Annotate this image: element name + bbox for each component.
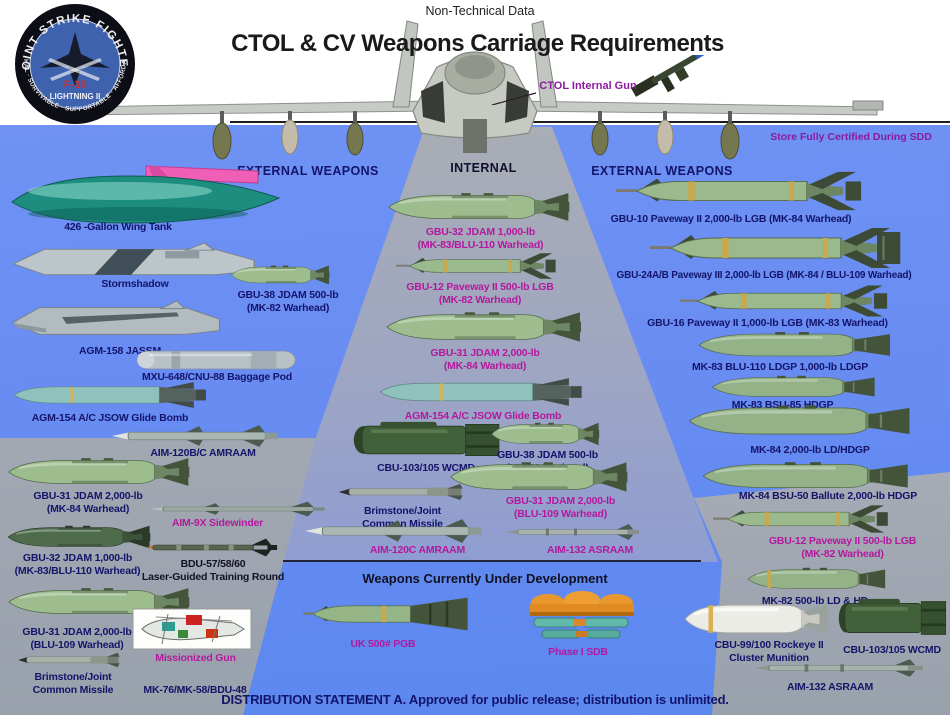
right-section-header: EXTERNAL WEAPONS xyxy=(591,164,733,178)
phase-1-sdb-graphic xyxy=(530,591,634,639)
agm-158-jassm-graphic xyxy=(11,300,221,335)
ctol-internal-gun-label: CTOL Internal Gun xyxy=(539,80,637,92)
development-divider-rule xyxy=(283,560,701,562)
logo-name-text: LIGHTNING II xyxy=(50,92,101,101)
bdu-training-round-graphic xyxy=(147,538,278,557)
mk-82-ld-hd-label: MK-82 500-lb LD & HD xyxy=(761,595,869,607)
mxu-baggage-pod-label: MXU-648/CNU-88 Baggage Pod xyxy=(142,371,292,383)
mk-83-bsu-85-graphic xyxy=(711,375,875,397)
aim-120c-amraam-graphic xyxy=(304,519,482,543)
distribution-statement: DISTRIBUTION STATEMENT A. Approved for p… xyxy=(221,692,729,707)
aim-132-asraam-right-label: AIM-132 ASRAAM xyxy=(786,681,874,693)
stormshadow-label: Stormshadow xyxy=(101,278,169,290)
agm-154-jsow-left-label: AGM-154 A/C JSOW Glide Bomb xyxy=(31,412,189,424)
gbu-31-mk84-center-graphic xyxy=(386,312,581,342)
gbu-32-left-graphic xyxy=(7,525,151,549)
gbu-31-blu109-center-graphic xyxy=(450,462,628,492)
gbu-31-mk84-center-label: GBU-31 JDAM 2,000-lb(MK-84 Warhead) xyxy=(430,347,540,372)
f35-front-view-image xyxy=(66,20,884,160)
gbu-31-mk84-left-graphic xyxy=(8,458,190,486)
mk-83-blu-110-graphic xyxy=(698,332,891,357)
mxu-baggage-pod-graphic xyxy=(136,350,296,370)
phase-1-sdb-label: Phase I SDB xyxy=(548,646,608,658)
gbu-10-paveway-label: GBU-10 Paveway II 2,000-lb LGB (MK-84 Wa… xyxy=(610,213,852,225)
gbu-38-center-graphic xyxy=(491,422,600,446)
gbu-12-right-graphic xyxy=(713,505,888,533)
gbu-16-paveway-graphic xyxy=(680,285,888,317)
missionized-gun-label: Missionized Gun xyxy=(155,652,236,664)
aim-120bc-amraam-graphic xyxy=(111,425,278,447)
gbu-12-center-graphic xyxy=(396,253,556,279)
internal-gun-icon xyxy=(491,55,708,105)
agm-154-jsow-center-label: AGM-154 A/C JSOW Glide Bomb xyxy=(404,410,562,422)
gbu-32-center-graphic xyxy=(388,193,570,221)
mk-84-ld-hdgp-label: MK-84 2,000-lb LD/HDGP xyxy=(750,444,870,456)
left-section-header: EXTERNAL WEAPONS xyxy=(237,164,379,178)
wing-tank-426-graphic xyxy=(11,165,281,224)
aim-9x-sidewinder-graphic xyxy=(149,501,325,517)
sdd-certification-note: Store Fully Certified During SDD xyxy=(770,131,932,143)
aim-120c-amraam-label: AIM-120C AMRAAM xyxy=(369,544,466,556)
aim-132-asraam-center-label: AIM-132 ASRAAM xyxy=(546,544,634,556)
wing-tank-426-label: 426 -Gallon Wing Tank xyxy=(64,221,172,233)
gbu-31-mk84-left-label: GBU-31 JDAM 2,000-lb(MK-84 Warhead) xyxy=(33,490,143,515)
cbu-103-105-right-label: CBU-103/105 WCMD xyxy=(843,644,941,656)
uk-500-pgb-label: UK 500# PGB xyxy=(350,638,416,650)
logo-model-text: F-35 xyxy=(64,79,87,91)
gbu-31-blu109-left-label: GBU-31 JDAM 2,000-lb(BLU-109 Warhead) xyxy=(22,626,132,651)
mk-84-bsu-50-label: MK-84 BSU-50 Ballute 2,000-lb HDGP xyxy=(738,490,918,502)
agm-154-jsow-left-graphic xyxy=(13,382,206,408)
gbu-31-blu109-left-graphic xyxy=(8,588,190,616)
top-horizontal-rule xyxy=(230,121,950,123)
mk-84-bsu-50-graphic xyxy=(702,462,908,488)
cbu-99-rockeye-graphic xyxy=(684,603,829,635)
aim-9x-sidewinder-label: AIM-9X Sidewinder xyxy=(171,517,264,529)
gbu-24-paveway-label: GBU-24A/B Paveway III 2,000-lb LGB (MK-8… xyxy=(616,270,912,281)
cbu-103-105-right-graphic xyxy=(838,598,947,635)
aim-132-asraam-center-graphic xyxy=(505,524,640,540)
cbu-103-105-center-graphic xyxy=(353,421,500,456)
aim-132-asraam-right-graphic xyxy=(753,659,923,677)
uk-500-pgb-graphic xyxy=(303,597,468,631)
mk-84-ld-hdgp-graphic xyxy=(688,405,910,435)
center-section-header: INTERNAL xyxy=(450,161,517,175)
aim-120bc-amraam-label: AIM-120B/C AMRAAM xyxy=(150,447,256,459)
brimstone-left-graphic xyxy=(18,652,120,668)
mk-82-ld-hd-graphic xyxy=(747,567,886,589)
gbu-38-jdam-left-label: GBU-38 JDAM 500-lb(MK-82 Warhead) xyxy=(237,289,339,314)
classification-note: Non-Technical Data xyxy=(425,4,535,18)
gbu-31-blu109-center-label: GBU-31 JDAM 2,000-lb(BLU-109 Warhead) xyxy=(505,495,616,520)
missionized-gun-graphic xyxy=(132,608,252,650)
gbu-12-center-label: GBU-12 Paveway II 500-lb LGB(MK-82 Warhe… xyxy=(406,281,554,306)
stormshadow-graphic xyxy=(11,242,255,276)
gbu-24-paveway-graphic xyxy=(650,228,901,268)
gbu-32-center-label: GBU-32 JDAM 1,000-lb(MK-83/BLU-110 Warhe… xyxy=(417,226,544,251)
mk-83-blu-110-label: MK-83 BLU-110 LDGP 1,000-lb LDGP xyxy=(691,361,869,373)
gbu-38-jdam-left-graphic xyxy=(231,265,330,285)
brimstone-center-graphic xyxy=(338,484,463,500)
jsf-program-logo: JOINT STRIKE FIGHTER LETHAL · SURVIVABLE… xyxy=(10,2,135,124)
gbu-12-right-label: GBU-12 Paveway II 500-lb LGB(MK-82 Warhe… xyxy=(768,535,917,560)
agm-154-jsow-center-graphic xyxy=(379,378,582,406)
development-section-header: Weapons Currently Under Development xyxy=(362,571,608,586)
cbu-103-105-center-label: CBU-103/105 WCMD xyxy=(377,462,475,474)
gbu-16-paveway-label: GBU-16 Paveway II 1,000-lb LGB (MK-83 Wa… xyxy=(647,317,888,329)
page-title: CTOL & CV Weapons Carriage Requirements xyxy=(231,30,724,57)
mk-76-bdu-48-label: MK-76/MK-58/BDU-48 xyxy=(143,684,247,696)
gbu-32-left-label: GBU-32 JDAM 1,000-lb(MK-83/BLU-110 Warhe… xyxy=(14,552,141,577)
gbu-10-paveway-graphic xyxy=(616,171,862,211)
